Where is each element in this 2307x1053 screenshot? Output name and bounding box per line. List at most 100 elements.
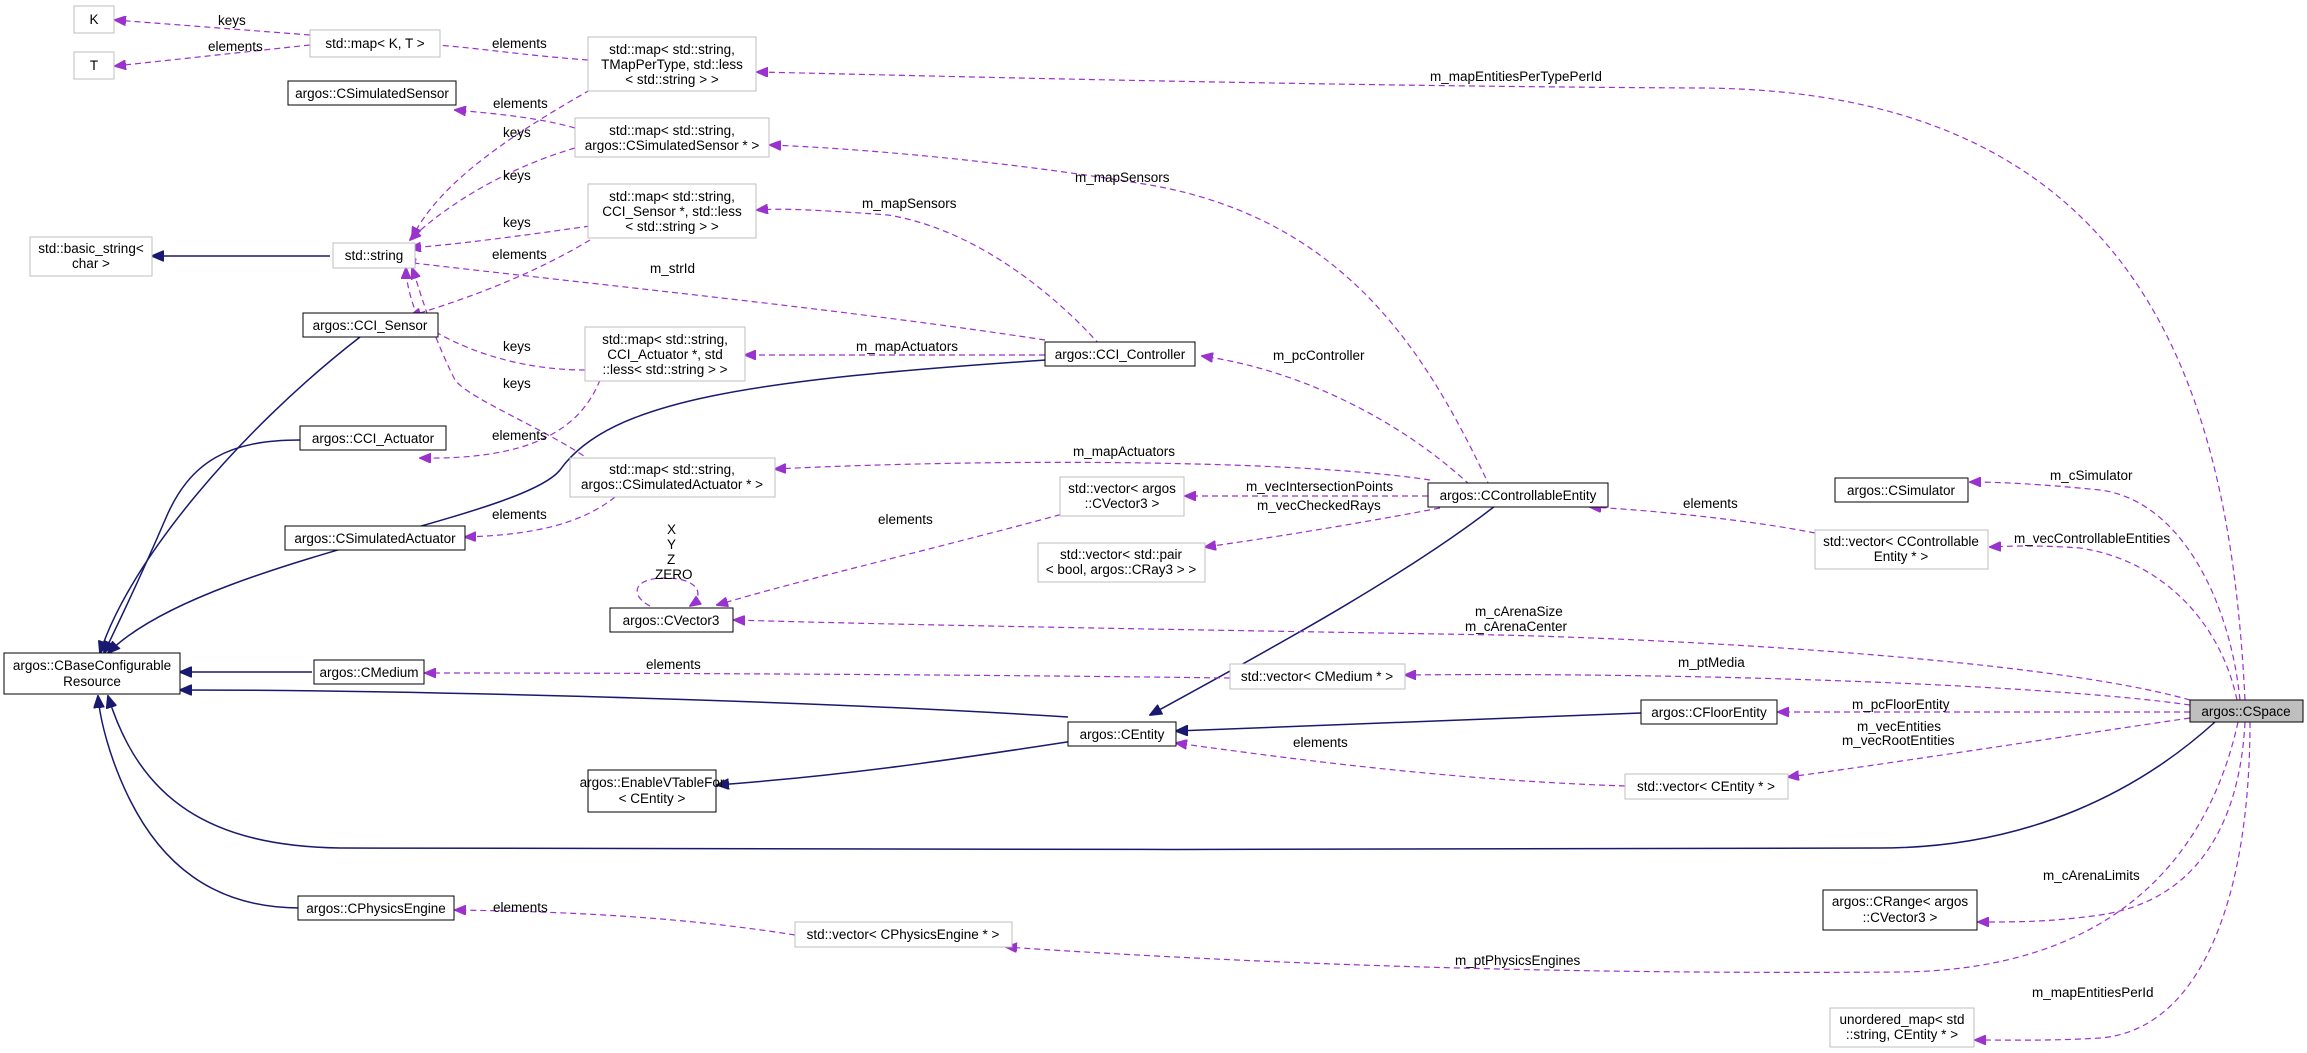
label-mapentitiesperid: m_mapEntitiesPerId (2032, 985, 2154, 1000)
edge-floor-to-centity (1176, 712, 1642, 731)
edge-cci-controller-to-base (108, 359, 1047, 653)
inheritance-edges (98, 256, 2216, 909)
label-elements-map: elements (492, 36, 547, 51)
node-vec-ccontrollable[interactable]: std::vector< CControllable Entity * > (1814, 529, 1989, 570)
edge-keys-ccisensor (410, 225, 591, 248)
edge-labels: keys elements elements m_mapEntitiesPerT… (208, 13, 2170, 1000)
node-std-string-line-1: std::string (345, 248, 404, 263)
node-vec-cmedium[interactable]: std::vector< CMedium * > (1229, 663, 1406, 690)
node-map-simact[interactable]: std::map< std::string, argos::CSimulated… (569, 457, 776, 498)
label-elements-cciact: elements (492, 428, 547, 443)
node-vec-ccontrollable-line-1: std::vector< CControllable (1823, 534, 1979, 549)
node-vec-pair[interactable]: std::vector< std::pair < bool, argos::CR… (1037, 542, 1206, 583)
label-ptmedia: m_ptMedia (1678, 655, 1745, 670)
edge-keys-k (115, 20, 311, 36)
node-k[interactable]: K (73, 5, 115, 34)
node-basic-string-line-2: char > (72, 256, 110, 271)
edge-cspace-ptmedia (1405, 675, 2191, 706)
node-map-ccisensor[interactable]: std::map< std::string, CCI_Sensor *, std… (587, 183, 757, 239)
label-keys-k: keys (218, 13, 246, 28)
node-cphysicsengine-line-1: argos::CPhysicsEngine (306, 901, 446, 916)
node-vec-cvector3[interactable]: std::vector< argos ::CVector3 > (1059, 476, 1185, 517)
edge-keys-simsensor (410, 147, 576, 240)
node-std-string[interactable]: std::string (332, 242, 416, 269)
edge-controller-strid (405, 262, 1046, 341)
node-map-simact-line-2: argos::CSimulatedActuator * > (581, 477, 763, 492)
node-std-map-kt-line-1: std::map< K, T > (325, 36, 424, 51)
node-basic-string[interactable]: std::basic_string< char > (29, 236, 153, 277)
edge-cspace-physicsengines (1006, 721, 2239, 973)
node-map-simsensor-line-2: argos::CSimulatedSensor * > (585, 138, 760, 153)
label-mapactuators-2: m_mapActuators (1073, 444, 1175, 459)
node-vec-centity-line-1: std::vector< CEntity * > (1637, 779, 1775, 794)
label-elements-vector3: elements (878, 512, 933, 527)
node-cfloorentity-line-1: argos::CFloorEntity (1651, 705, 1767, 720)
node-csimulatedactuator-line-1: argos::CSimulatedActuator (294, 531, 456, 546)
node-unordered-map[interactable]: unordered_map< std ::string, CEntity * > (1829, 1007, 1975, 1048)
node-std-map-kt[interactable]: std::map< K, T > (309, 29, 441, 58)
node-cphysicsengine[interactable]: argos::CPhysicsEngine (297, 895, 455, 921)
node-vec-cmedium-line-1: std::vector< CMedium * > (1241, 669, 1393, 684)
edge-centity-to-base (180, 690, 1069, 718)
node-vec-centity[interactable]: std::vector< CEntity * > (1624, 773, 1789, 800)
node-map-cciact[interactable]: std::map< std::string, CCI_Actuator *, s… (584, 326, 746, 382)
label-entities-per-type-per-id: m_mapEntitiesPerTypePerId (1430, 69, 1602, 84)
label-elements-simact: elements (492, 507, 547, 522)
edge-cphysics-to-base (98, 696, 301, 909)
node-csimulator-line-1: argos::CSimulator (1847, 483, 1956, 498)
node-vec-cphysics-line-1: std::vector< CPhysicsEngine * > (807, 927, 1000, 942)
node-map-tmap-line-1: std::map< std::string, (609, 42, 735, 57)
node-cmedium[interactable]: argos::CMedium (313, 659, 425, 685)
edge-vec-centity-elements (1176, 743, 1626, 787)
label-arenasize: m_cArenaSize (1475, 604, 1563, 619)
node-crange-line-2: ::CVector3 > (1863, 910, 1938, 925)
node-csimulatedsensor[interactable]: argos::CSimulatedSensor (287, 80, 457, 106)
node-map-ccisensor-line-1: std::map< std::string, (609, 189, 735, 204)
edge-keys-simact (412, 268, 601, 468)
node-unordered-map-line-2: ::string, CEntity * > (1846, 1027, 1958, 1042)
node-csimulatedactuator[interactable]: argos::CSimulatedActuator (284, 525, 466, 551)
node-cvector3-line-1: argos::CVector3 (623, 613, 720, 628)
node-ccontrollableentity[interactable]: argos::CControllableEntity (1427, 482, 1609, 508)
node-cci-sensor[interactable]: argos::CCI_Sensor (302, 312, 439, 338)
node-csimulator[interactable]: argos::CSimulator (1834, 477, 1969, 503)
edge-cspace-entitiesperid (1975, 721, 2251, 1040)
edge-centity-to-enablevtable (717, 739, 1081, 785)
node-t[interactable]: T (73, 51, 115, 80)
node-centity[interactable]: argos::CEntity (1067, 721, 1177, 747)
label-y: Y (667, 537, 676, 552)
node-cvector3[interactable]: argos::CVector3 (609, 607, 734, 633)
edge-cspace-veccontrollable (1990, 546, 2238, 701)
edge-controllable-to-centity (1150, 505, 1496, 715)
node-cbaseconfigurableresource[interactable]: argos::CBaseConfigurable Resource (3, 652, 181, 695)
label-arenacenter: m_cArenaCenter (1465, 619, 1568, 634)
node-cbaseconf-line-2: Resource (63, 674, 121, 689)
edge-vec-cmedium-elements (425, 673, 1231, 679)
node-map-simsensor[interactable]: std::map< std::string, argos::CSimulated… (574, 117, 770, 158)
label-vecrootentities: m_vecRootEntities (1842, 733, 1955, 748)
node-crange[interactable]: argos::CRange< argos ::CVector3 > (1822, 889, 1978, 931)
edge-elements-cciact (420, 379, 601, 458)
label-arenalimits: m_cArenaLimits (2043, 868, 2140, 883)
node-cci-actuator[interactable]: argos::CCI_Actuator (299, 425, 447, 451)
node-map-simact-line-1: std::map< std::string, (609, 462, 735, 477)
edge-controllable-mapactuators (775, 461, 1431, 481)
node-map-tmapperType[interactable]: std::map< std::string, TMapPerType, std:… (587, 36, 757, 92)
dependency-edges (115, 20, 2251, 1040)
node-vec-cvector3-line-2: ::CVector3 > (1085, 496, 1160, 511)
node-map-tmap-line-3: < std::string > > (625, 72, 719, 87)
node-cfloorentity[interactable]: argos::CFloorEntity (1640, 699, 1778, 725)
edge-controllable-pccontroller (1202, 356, 1471, 486)
node-vec-pair-line-2: < bool, argos::CRay3 > > (1046, 562, 1197, 577)
label-x: X (667, 522, 676, 537)
node-crange-line-1: argos::CRange< argos (1832, 894, 1968, 909)
edge-vec-controllable-elements (1590, 507, 1816, 534)
node-enablevtablefor[interactable]: argos::EnableVTableFor < CEntity > (580, 769, 725, 813)
node-cci-controller[interactable]: argos::CCI_Controller (1044, 341, 1196, 367)
edge-cspace-vecentities (1788, 717, 2191, 777)
label-vecentities: m_vecEntities (1857, 719, 1941, 734)
edge-vec-cphysics-elements (455, 910, 796, 936)
node-vec-cphysics[interactable]: std::vector< CPhysicsEngine * > (794, 921, 1013, 948)
label-keys-4: keys (503, 339, 531, 354)
node-cspace[interactable]: argos::CSpace (2189, 699, 2304, 723)
